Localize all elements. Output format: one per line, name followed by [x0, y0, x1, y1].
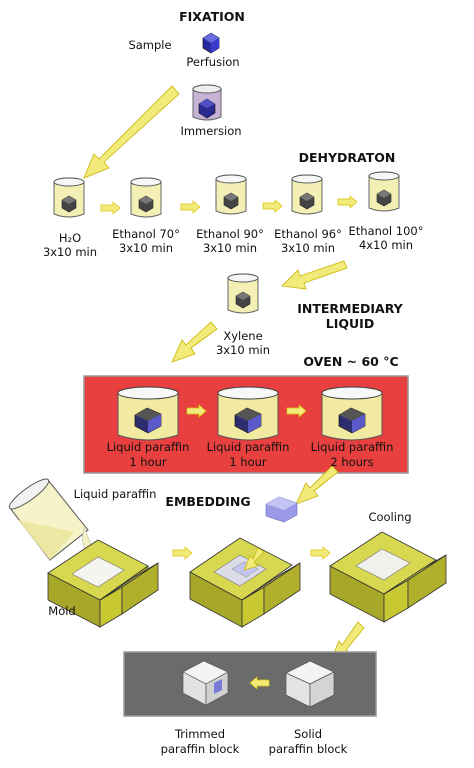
jar-h2o-icon: [53, 177, 85, 218]
oven-step-3-time: 2 hours: [330, 455, 374, 469]
mold-1-icon: [47, 539, 159, 628]
blocks-panel: [123, 651, 377, 717]
jar-ethanol70-icon: [130, 177, 162, 218]
xylene-time: 3x10 min: [215, 343, 271, 357]
intermediary-heading-line2: LIQUID: [325, 316, 375, 331]
perfusion-sample-icon: [202, 32, 220, 54]
step-ethanol100-time: 4x10 min: [358, 238, 414, 252]
jar-ethanol90-icon: [215, 174, 247, 215]
oven-jar-2-icon: [217, 386, 279, 441]
dehydration-arrow-1: [100, 201, 121, 215]
dehydration-arrow-2: [180, 200, 201, 214]
oven-to-embedding-arrow: [295, 465, 339, 505]
jar-xylene-icon: [227, 273, 259, 314]
trimmed-block-label-line1: Trimmed: [174, 727, 226, 741]
oven-step-1-name: Liquid paraffin: [106, 440, 190, 454]
oven-jar-3-icon: [321, 386, 383, 441]
fixation-heading: FIXATION: [179, 9, 245, 24]
oven-jar-1-icon: [117, 386, 179, 441]
mold-label: Mold: [48, 604, 76, 618]
step-h2o-name: H₂O: [58, 231, 82, 245]
embedding-heading: EMBEDDING: [165, 494, 251, 509]
solid-block-label-line1: Solid: [293, 727, 323, 741]
oven-step-1-time: 1 hour: [129, 455, 167, 469]
mold-3-icon: [329, 531, 447, 623]
paraffin-sample-icon: [265, 496, 298, 523]
dehydration-arrow-3: [262, 199, 283, 213]
oven-step-2-time: 1 hour: [229, 455, 267, 469]
cooling-label: Cooling: [368, 510, 412, 524]
step-ethanol100-name: Ethanol 100°: [348, 224, 424, 238]
embedding-arrow-2: [310, 546, 331, 560]
solid-block-label-line2: paraffin block: [268, 742, 348, 756]
sample-label: Sample: [128, 38, 172, 52]
step-h2o-time: 3x10 min: [42, 245, 98, 259]
jar-ethanol96-icon: [291, 174, 323, 215]
jar-ethanol100-icon: [368, 171, 400, 212]
dehydration-to-xylene-arrow: [281, 260, 348, 290]
intermediary-heading-line1: INTERMEDIARY: [297, 301, 403, 316]
xylene-to-oven-arrow: [171, 321, 218, 363]
pour-label: Liquid paraffin: [73, 487, 157, 501]
step-ethanol90-name: Ethanol 90°: [196, 227, 264, 241]
step-ethanol90-time: 3x10 min: [202, 241, 258, 255]
dehydration-heading: DEHYDRATON: [298, 150, 396, 165]
embedding-arrow-1: [172, 546, 193, 560]
trimmed-block-icon: [182, 660, 229, 706]
perfusion-label: Perfusion: [186, 55, 240, 69]
immersion-label: Immersion: [180, 124, 242, 138]
mold-2-icon: [189, 537, 301, 628]
solid-block-icon: [285, 660, 335, 708]
fixation-to-dehydration-arrow: [83, 85, 180, 179]
step-ethanol96-name: Ethanol 96°: [274, 227, 342, 241]
oven-heading: OVEN ~ 60 °C: [303, 354, 399, 369]
step-ethanol70-name: Ethanol 70°: [112, 227, 180, 241]
xylene-name: Xylene: [223, 329, 263, 343]
step-ethanol96-time: 3x10 min: [280, 241, 336, 255]
trimmed-block-label-line2: paraffin block: [160, 742, 240, 756]
immersion-jar-icon: [192, 84, 222, 121]
oven-step-2-name: Liquid paraffin: [206, 440, 290, 454]
step-ethanol70-time: 3x10 min: [118, 241, 174, 255]
oven-step-3-name: Liquid paraffin: [310, 440, 394, 454]
dehydration-arrow-4: [337, 195, 358, 209]
